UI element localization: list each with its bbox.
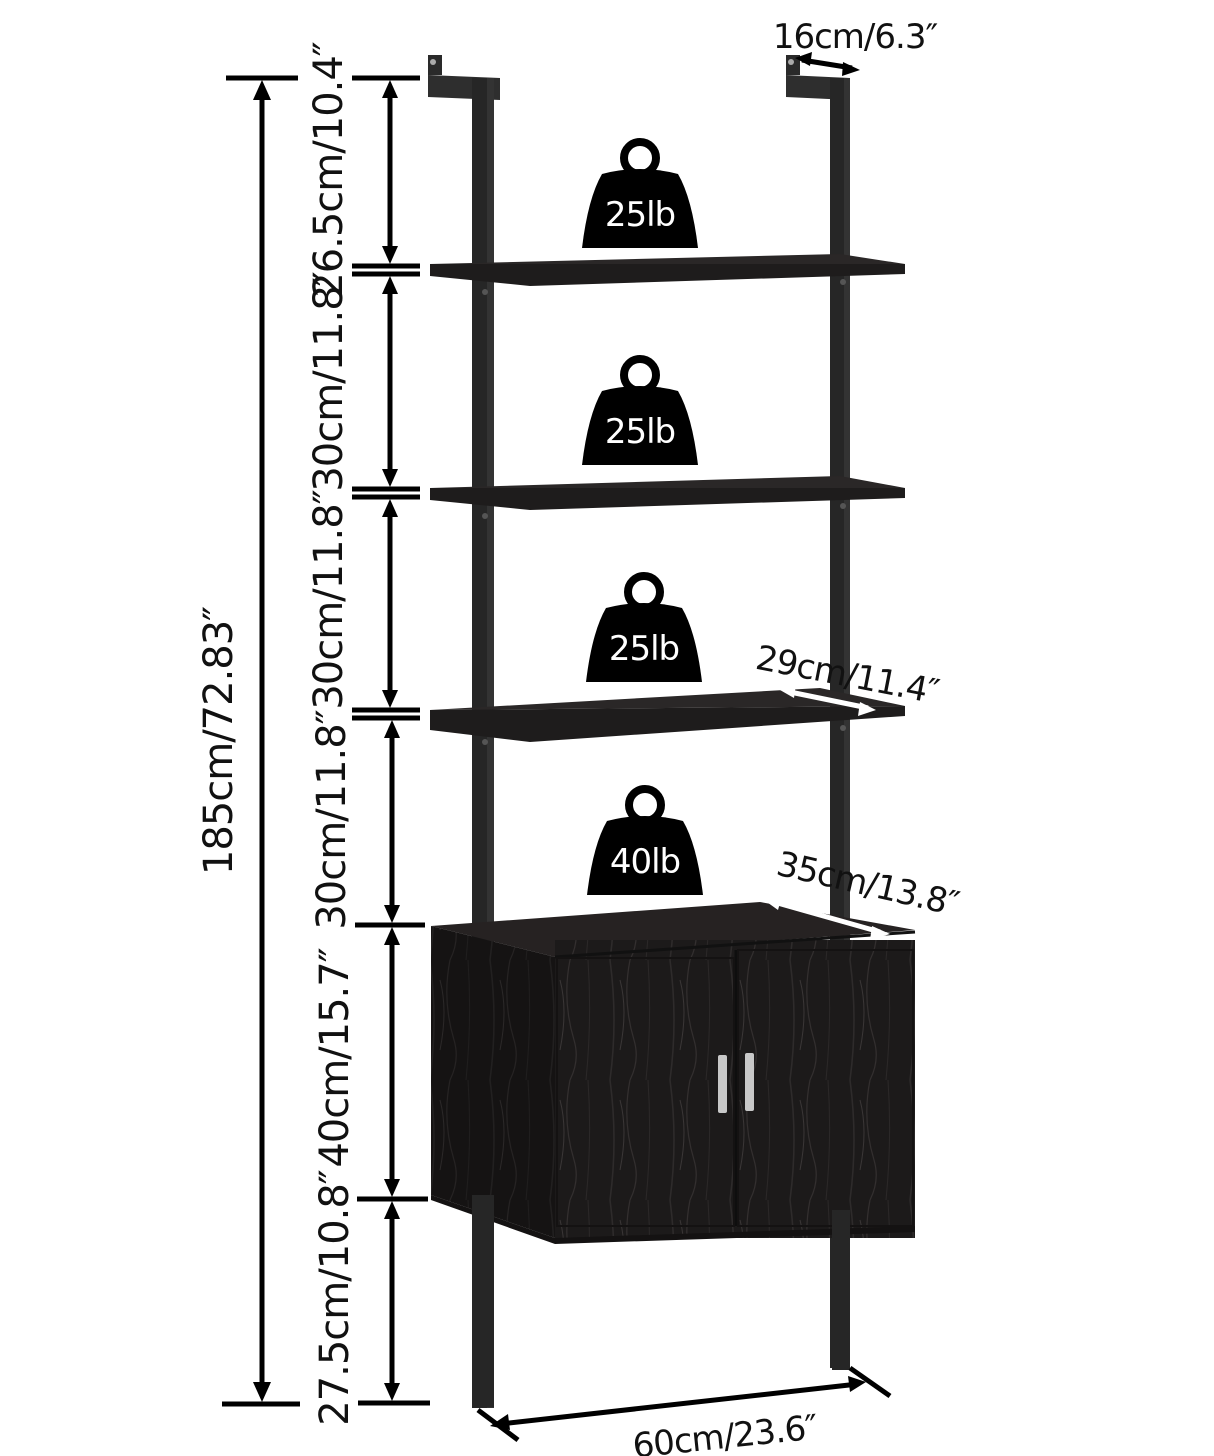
weight-icon-cabinet: 40lb (587, 785, 703, 895)
segment-dimensions: 26.5cm/10.4″ 30cm/11.8″ 30cm/11.8″ 30cm/… (306, 42, 430, 1426)
right-leg (832, 1210, 850, 1370)
left-leg (472, 1195, 494, 1407)
top-gap-label: 26.5cm/10.4″ (306, 42, 352, 298)
weight-label: 25lb (605, 412, 675, 452)
total-height-dimension: 185cm/72.83″ (196, 75, 300, 1407)
bracket-depth-dimension: 16cm/6.3″ (773, 17, 938, 76)
shelf-gap-1-label: 30cm/11.8″ (306, 272, 352, 491)
total-height-label: 185cm/72.83″ (196, 607, 242, 875)
left-cabinet-door[interactable] (556, 957, 735, 1227)
weight-icon-shelf-1: 25lb (582, 138, 698, 248)
weight-icon-shelf-3: 25lb (586, 572, 702, 682)
cabinet-height-label: 40cm/15.7″ (312, 948, 358, 1167)
weight-label: 25lb (609, 629, 679, 669)
weight-icon-shelf-2: 25lb (582, 355, 698, 465)
right-cabinet-door[interactable] (737, 949, 914, 1227)
width-dimension: 60cm/23.6″ (476, 1365, 892, 1456)
width-label: 60cm/23.6″ (631, 1407, 819, 1456)
storage-cabinet (431, 902, 916, 1244)
shelf-1 (430, 254, 905, 295)
weight-label: 25lb (605, 195, 675, 235)
shelf-2 (430, 476, 905, 519)
left-door-handle[interactable] (718, 1055, 727, 1113)
right-door-handle[interactable] (745, 1053, 754, 1111)
shelf-gap-3-label: 30cm/11.8″ (309, 710, 355, 929)
bookshelf-illustration (428, 55, 916, 1408)
bottom-clearance-label: 27.5cm/10.8″ (312, 1170, 358, 1426)
bracket-depth-label: 16cm/6.3″ (773, 17, 938, 57)
shelf-gap-2-label: 30cm/11.8″ (306, 490, 352, 709)
weight-label: 40lb (610, 842, 680, 882)
